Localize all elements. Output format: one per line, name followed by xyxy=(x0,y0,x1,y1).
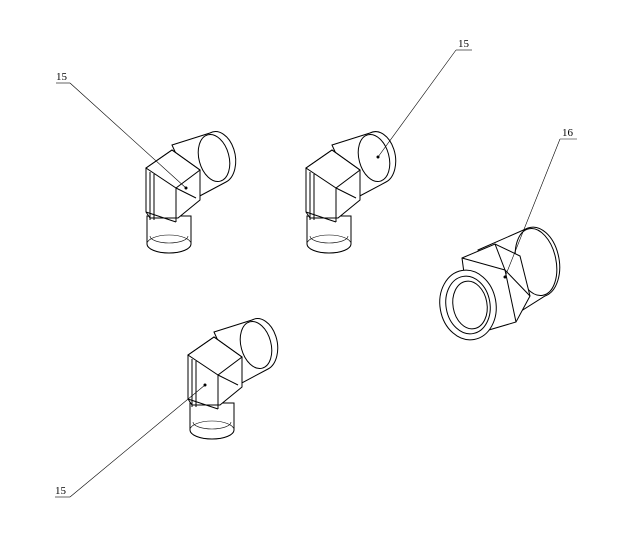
callout-label-15-c: 15 xyxy=(55,485,67,497)
elbow-fitting-3: 15 xyxy=(55,318,279,498)
callout-label-15-b: 15 xyxy=(458,38,470,50)
callout-label-16: 16 xyxy=(562,127,574,139)
elbow-fitting-2: 15 xyxy=(305,38,472,254)
elbow-fitting-1: 15 xyxy=(56,71,237,254)
hex-nipple-16: 16 xyxy=(439,127,577,341)
callout-label-15-a: 15 xyxy=(56,71,68,83)
